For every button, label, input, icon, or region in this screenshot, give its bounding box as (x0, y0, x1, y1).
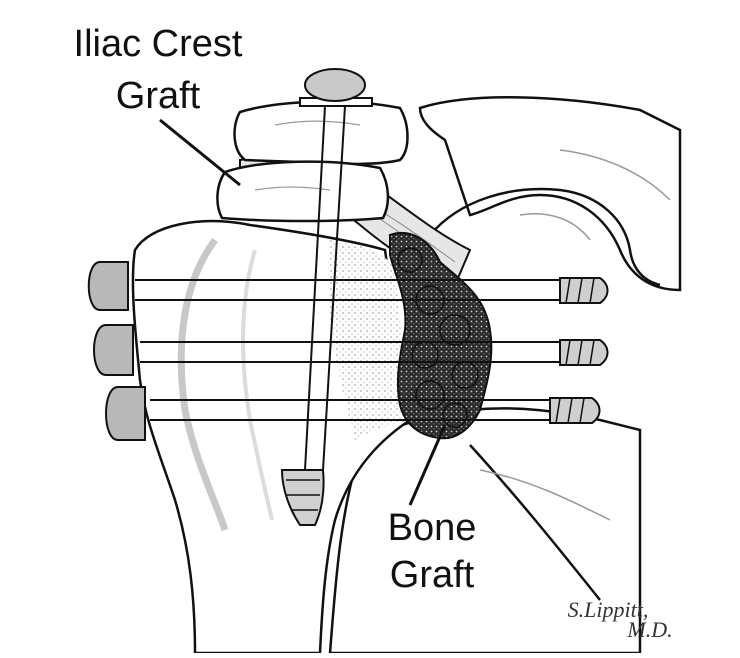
artist-signature-line2: M.D. (626, 617, 672, 642)
label-bone-line2: Graft (390, 554, 475, 596)
tuberosity-stipple (328, 240, 410, 440)
lag-screw-bottom (105, 386, 601, 441)
coracoid-process (429, 187, 661, 287)
acromion (418, 96, 682, 292)
lag-screw-top (87, 261, 609, 311)
humerus-shade-2 (241, 249, 274, 521)
leader-line-iliac (159, 118, 241, 187)
artist-signature-line1: S.Lippitt, (568, 597, 649, 622)
scapula-contour-shade (479, 469, 611, 521)
acromion-shade (559, 149, 671, 201)
leader-line-bone (408, 424, 447, 506)
coracoid-shade (519, 213, 591, 241)
label-iliac-line2: Graft (116, 75, 201, 117)
lag-screw-middle (93, 324, 609, 376)
scapula-neck-line (469, 444, 601, 601)
label-bone-line1: Bone (388, 507, 477, 549)
iliac-crest-graft-block (216, 100, 409, 223)
bone-graft-cluster (389, 232, 493, 440)
label-iliac-line1: Iliac Crest (74, 23, 243, 65)
humerus-shade-1 (177, 237, 229, 532)
vertical-screw (280, 68, 373, 526)
